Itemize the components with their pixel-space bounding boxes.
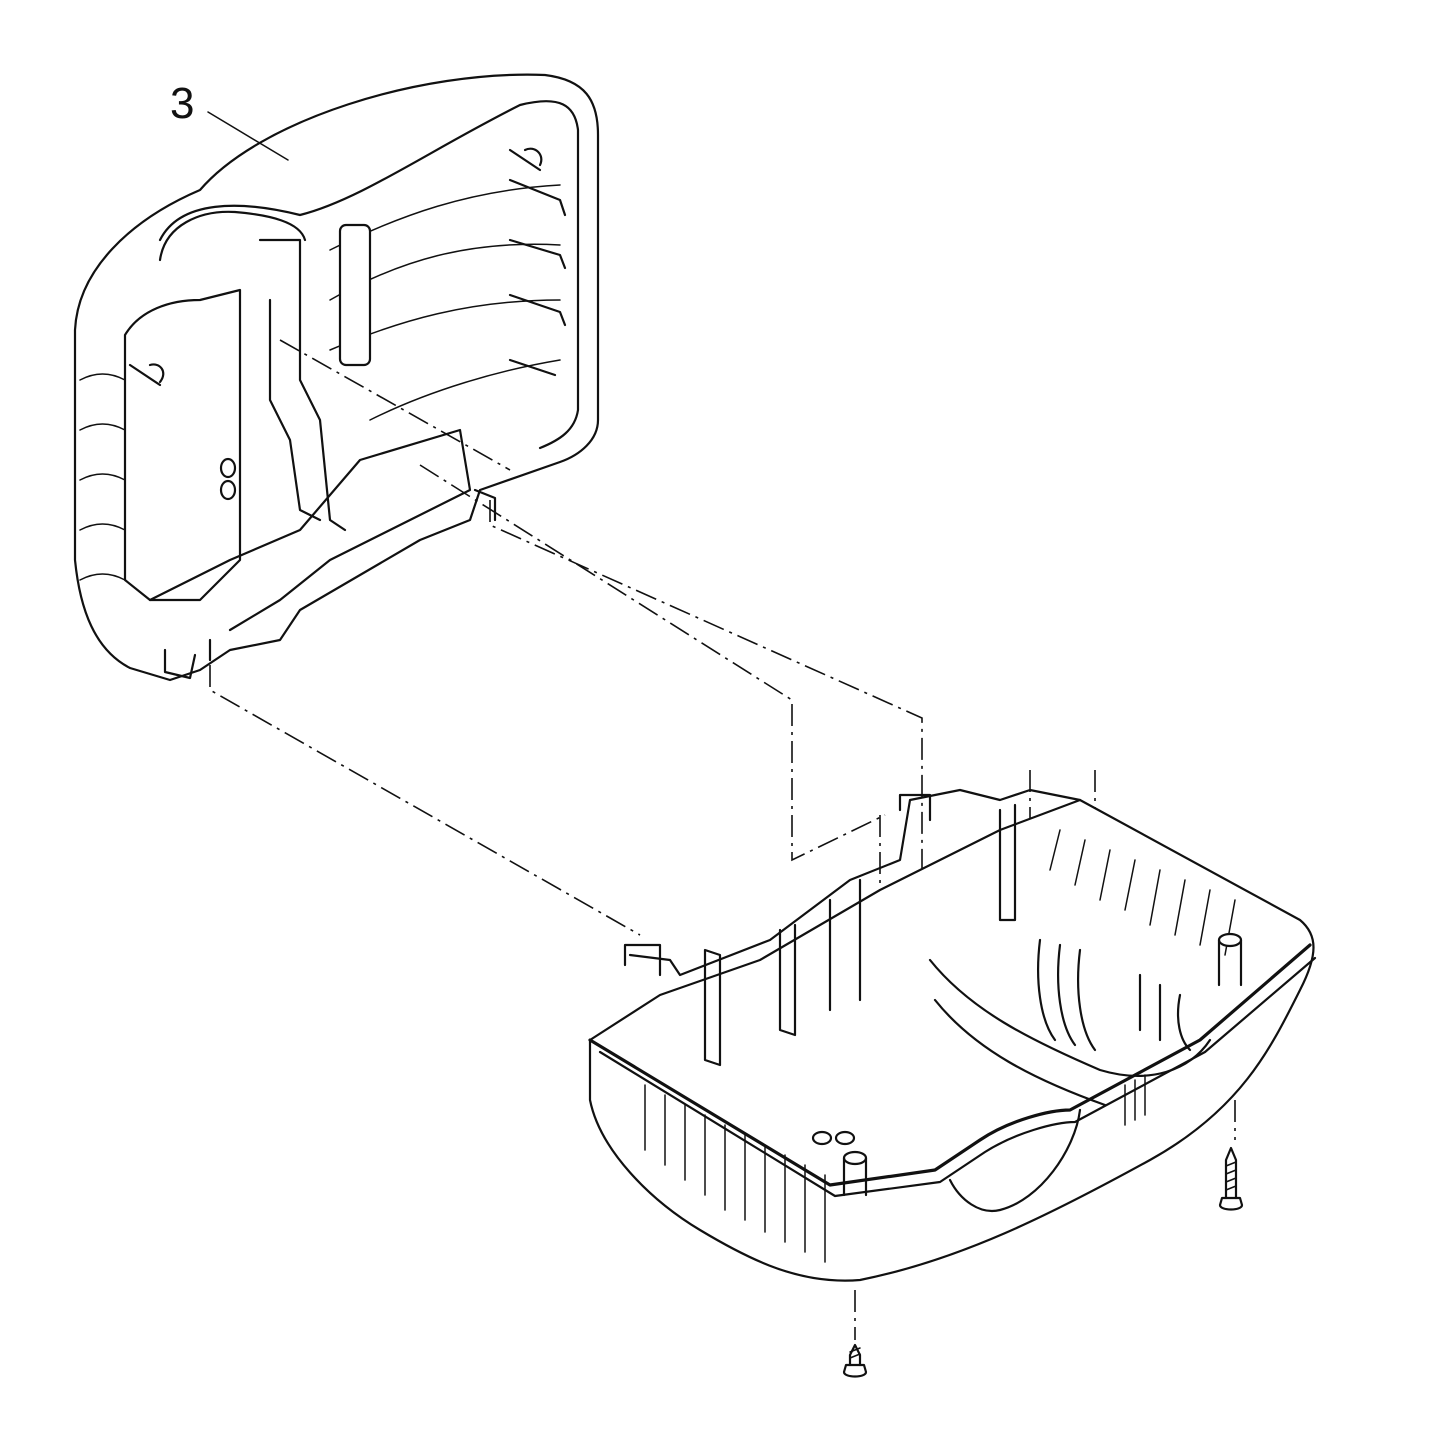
lower-housing-partition <box>828 803 1017 1012</box>
part-number-label: 3 <box>170 79 194 128</box>
upper-housing-bottom-tab <box>163 638 212 680</box>
lower-housing-front-cutout <box>948 1108 1082 1213</box>
screw-thread <box>849 1347 861 1359</box>
upper-housing-hole <box>219 479 237 501</box>
alignment-line <box>279 339 511 471</box>
lower-housing-curved-channel <box>928 958 1212 1107</box>
lower-housing-inner-rim <box>598 956 1317 1198</box>
screw-head <box>842 1363 868 1378</box>
alignment-line <box>209 665 641 936</box>
screw-left <box>842 1343 868 1378</box>
upper-housing-peg <box>508 147 543 172</box>
upper-housing-vertical-post <box>338 223 372 367</box>
part-number-leader-line <box>207 111 289 161</box>
upper-housing-peg <box>128 363 165 387</box>
upper-housing-side-rib <box>79 373 126 581</box>
screw-head <box>1218 1196 1244 1211</box>
lower-housing-boss <box>1217 932 1243 948</box>
screw-right <box>1218 1146 1244 1211</box>
screw-shank <box>1224 1146 1238 1200</box>
lower-housing-top-tab <box>623 793 932 977</box>
upper-housing-part <box>73 73 600 682</box>
upper-housing-outer-shell <box>73 73 600 682</box>
lower-housing-partition <box>703 923 797 1067</box>
upper-housing-hole <box>219 457 237 479</box>
lower-housing-inner-wall <box>628 788 1082 977</box>
upper-housing-center-divider <box>258 238 347 532</box>
upper-housing-floor <box>148 428 472 632</box>
upper-housing-inner-rim <box>158 100 580 450</box>
lower-housing-boss-body <box>842 1156 868 1197</box>
lower-housing-part <box>588 788 1317 1282</box>
upper-housing-inner-rib <box>329 184 561 421</box>
lower-housing-boss <box>842 1150 868 1166</box>
lower-housing-hole <box>834 1130 856 1146</box>
lower-housing-hole <box>811 1130 833 1146</box>
lower-housing-side-slots <box>1124 1074 1146 1126</box>
lower-housing-front-slots <box>644 1084 826 1263</box>
lower-housing-outer-shell <box>588 798 1315 1282</box>
upper-housing-inner-wall <box>123 288 242 602</box>
screw-thread <box>1225 1161 1237 1191</box>
alignment-line <box>419 464 886 862</box>
lower-housing-boss-body <box>1217 938 1243 987</box>
lower-housing-back-ribs <box>1049 829 1236 956</box>
upper-housing-top-opening <box>158 210 307 262</box>
lower-housing-top-rim <box>588 943 1312 1187</box>
lower-housing-grille-fins <box>1037 938 1192 1052</box>
upper-housing-tab <box>508 178 567 377</box>
